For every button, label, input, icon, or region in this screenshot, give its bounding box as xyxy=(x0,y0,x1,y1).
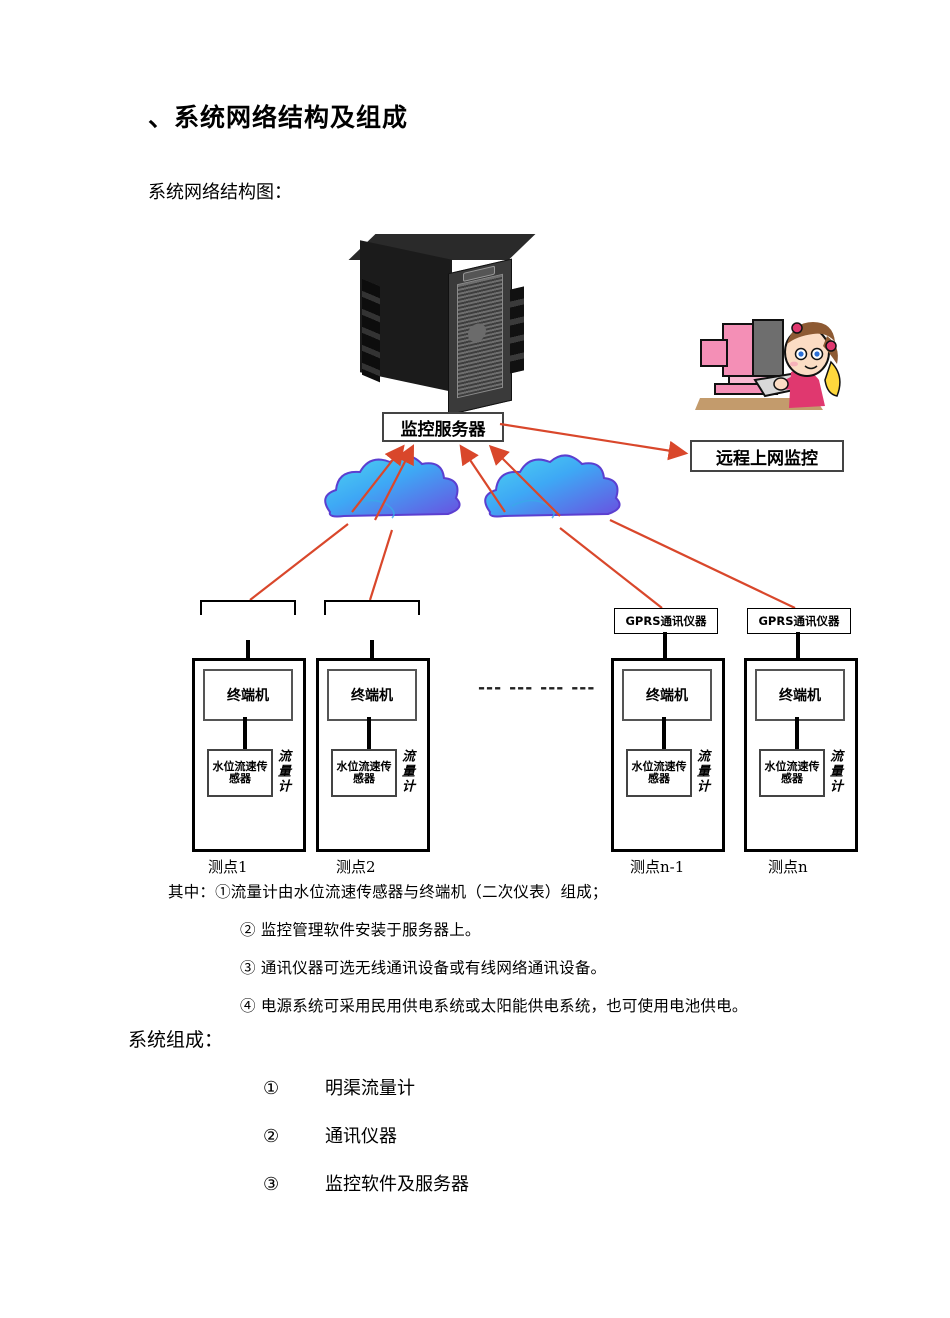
component-text: 监控软件及服务器 xyxy=(325,1174,469,1195)
sensor-box-3: 水位流速传感器 xyxy=(626,749,692,797)
stations-ellipsis: --- --- --- --- xyxy=(478,678,596,698)
server-front-panel xyxy=(448,258,512,416)
terminal-box-1: 终端机 xyxy=(203,669,293,721)
sensor-label: 水位流速传感器 xyxy=(631,759,687,785)
comm-link-2 xyxy=(370,640,374,658)
server-front-vents xyxy=(510,286,524,374)
terminal-label: 终端机 xyxy=(779,688,821,704)
network-cloud-2 xyxy=(484,454,621,519)
network-cloud-1 xyxy=(324,454,461,519)
terminal-sensor-link-1 xyxy=(243,717,247,749)
note-4: ④ 电源系统可采用民用供电系统或太阳能供电系统，也可使用电池供电。 xyxy=(240,997,748,1015)
point-label-3: 测点n-1 xyxy=(630,858,685,876)
note-1: 其中：①流量计由水位流速传感器与终端机（二次仪表）组成； xyxy=(168,883,608,901)
station-box-2: 终端机 水位流速传感器 流量计 xyxy=(316,658,430,852)
flow-meter-label-3: 流量计 xyxy=(694,749,709,794)
page-title: 、系统网络结构及组成 xyxy=(148,103,409,132)
server-side-panel xyxy=(360,240,452,392)
sensor-box-2: 水位流速传感器 xyxy=(331,749,397,797)
remote-monitoring-label: 远程上网监控 xyxy=(690,440,844,472)
terminal-label: 终端机 xyxy=(351,688,393,704)
component-item-1: ① 明渠流量计 xyxy=(263,1074,415,1100)
diagram-subheading: 系统网络结构图： xyxy=(148,182,292,203)
terminal-box-3: 终端机 xyxy=(622,669,712,721)
terminal-label: 终端机 xyxy=(227,688,269,704)
flow-meter-label-1: 流量计 xyxy=(275,749,290,794)
server-tower-image xyxy=(348,232,540,416)
component-number: ③ xyxy=(263,1174,280,1195)
flow-meter-label-2: 流量计 xyxy=(399,749,414,794)
sensor-label: 水位流速传感器 xyxy=(764,759,820,785)
station-box-3: 终端机 水位流速传感器 流量计 xyxy=(611,658,725,852)
sensor-label: 水位流速传感器 xyxy=(336,759,392,785)
comm-link-3 xyxy=(663,632,667,658)
comm-placeholder-1 xyxy=(200,600,296,616)
gprs-box-3: GPRS通讯仪器 xyxy=(614,608,718,634)
component-text: 明渠流量计 xyxy=(325,1078,415,1099)
server-side-vents xyxy=(362,278,380,383)
terminal-label: 终端机 xyxy=(646,688,688,704)
sensor-box-1: 水位流速传感器 xyxy=(207,749,273,797)
terminal-sensor-link-2 xyxy=(367,717,371,749)
sensor-label: 水位流速传感器 xyxy=(212,759,268,785)
comm-placeholder-2 xyxy=(324,600,420,616)
comm-link-4 xyxy=(796,632,800,658)
point-label-2: 测点2 xyxy=(336,858,376,876)
component-item-2: ② 通讯仪器 xyxy=(263,1122,397,1148)
comm-link-1 xyxy=(246,640,250,658)
sensor-box-4: 水位流速传感器 xyxy=(759,749,825,797)
component-text: 通讯仪器 xyxy=(325,1126,397,1147)
terminal-box-2: 终端机 xyxy=(327,669,417,721)
terminal-sensor-link-3 xyxy=(662,717,666,749)
station-box-4: 终端机 水位流速传感器 流量计 xyxy=(744,658,858,852)
flow-meter-label-4: 流量计 xyxy=(827,749,842,794)
point-label-4: 测点n xyxy=(768,858,808,876)
terminal-sensor-link-4 xyxy=(795,717,799,749)
component-number: ① xyxy=(263,1078,280,1099)
station-box-1: 终端机 水位流速传感器 流量计 xyxy=(192,658,306,852)
monitoring-server-label: 监控服务器 xyxy=(382,412,504,442)
terminal-box-4: 终端机 xyxy=(755,669,845,721)
gprs-box-4: GPRS通讯仪器 xyxy=(747,608,851,634)
system-composition-heading: 系统组成： xyxy=(128,1029,224,1051)
component-item-3: ③ 监控软件及服务器 xyxy=(263,1170,469,1196)
note-3: ③ 通讯仪器可选无线通讯设备或有线网络通讯设备。 xyxy=(240,959,607,977)
note-2: ② 监控管理软件安装于服务器上。 xyxy=(240,921,481,939)
component-number: ② xyxy=(263,1126,280,1147)
point-label-1: 测点1 xyxy=(208,858,248,876)
remote-user-illustration xyxy=(695,310,845,420)
